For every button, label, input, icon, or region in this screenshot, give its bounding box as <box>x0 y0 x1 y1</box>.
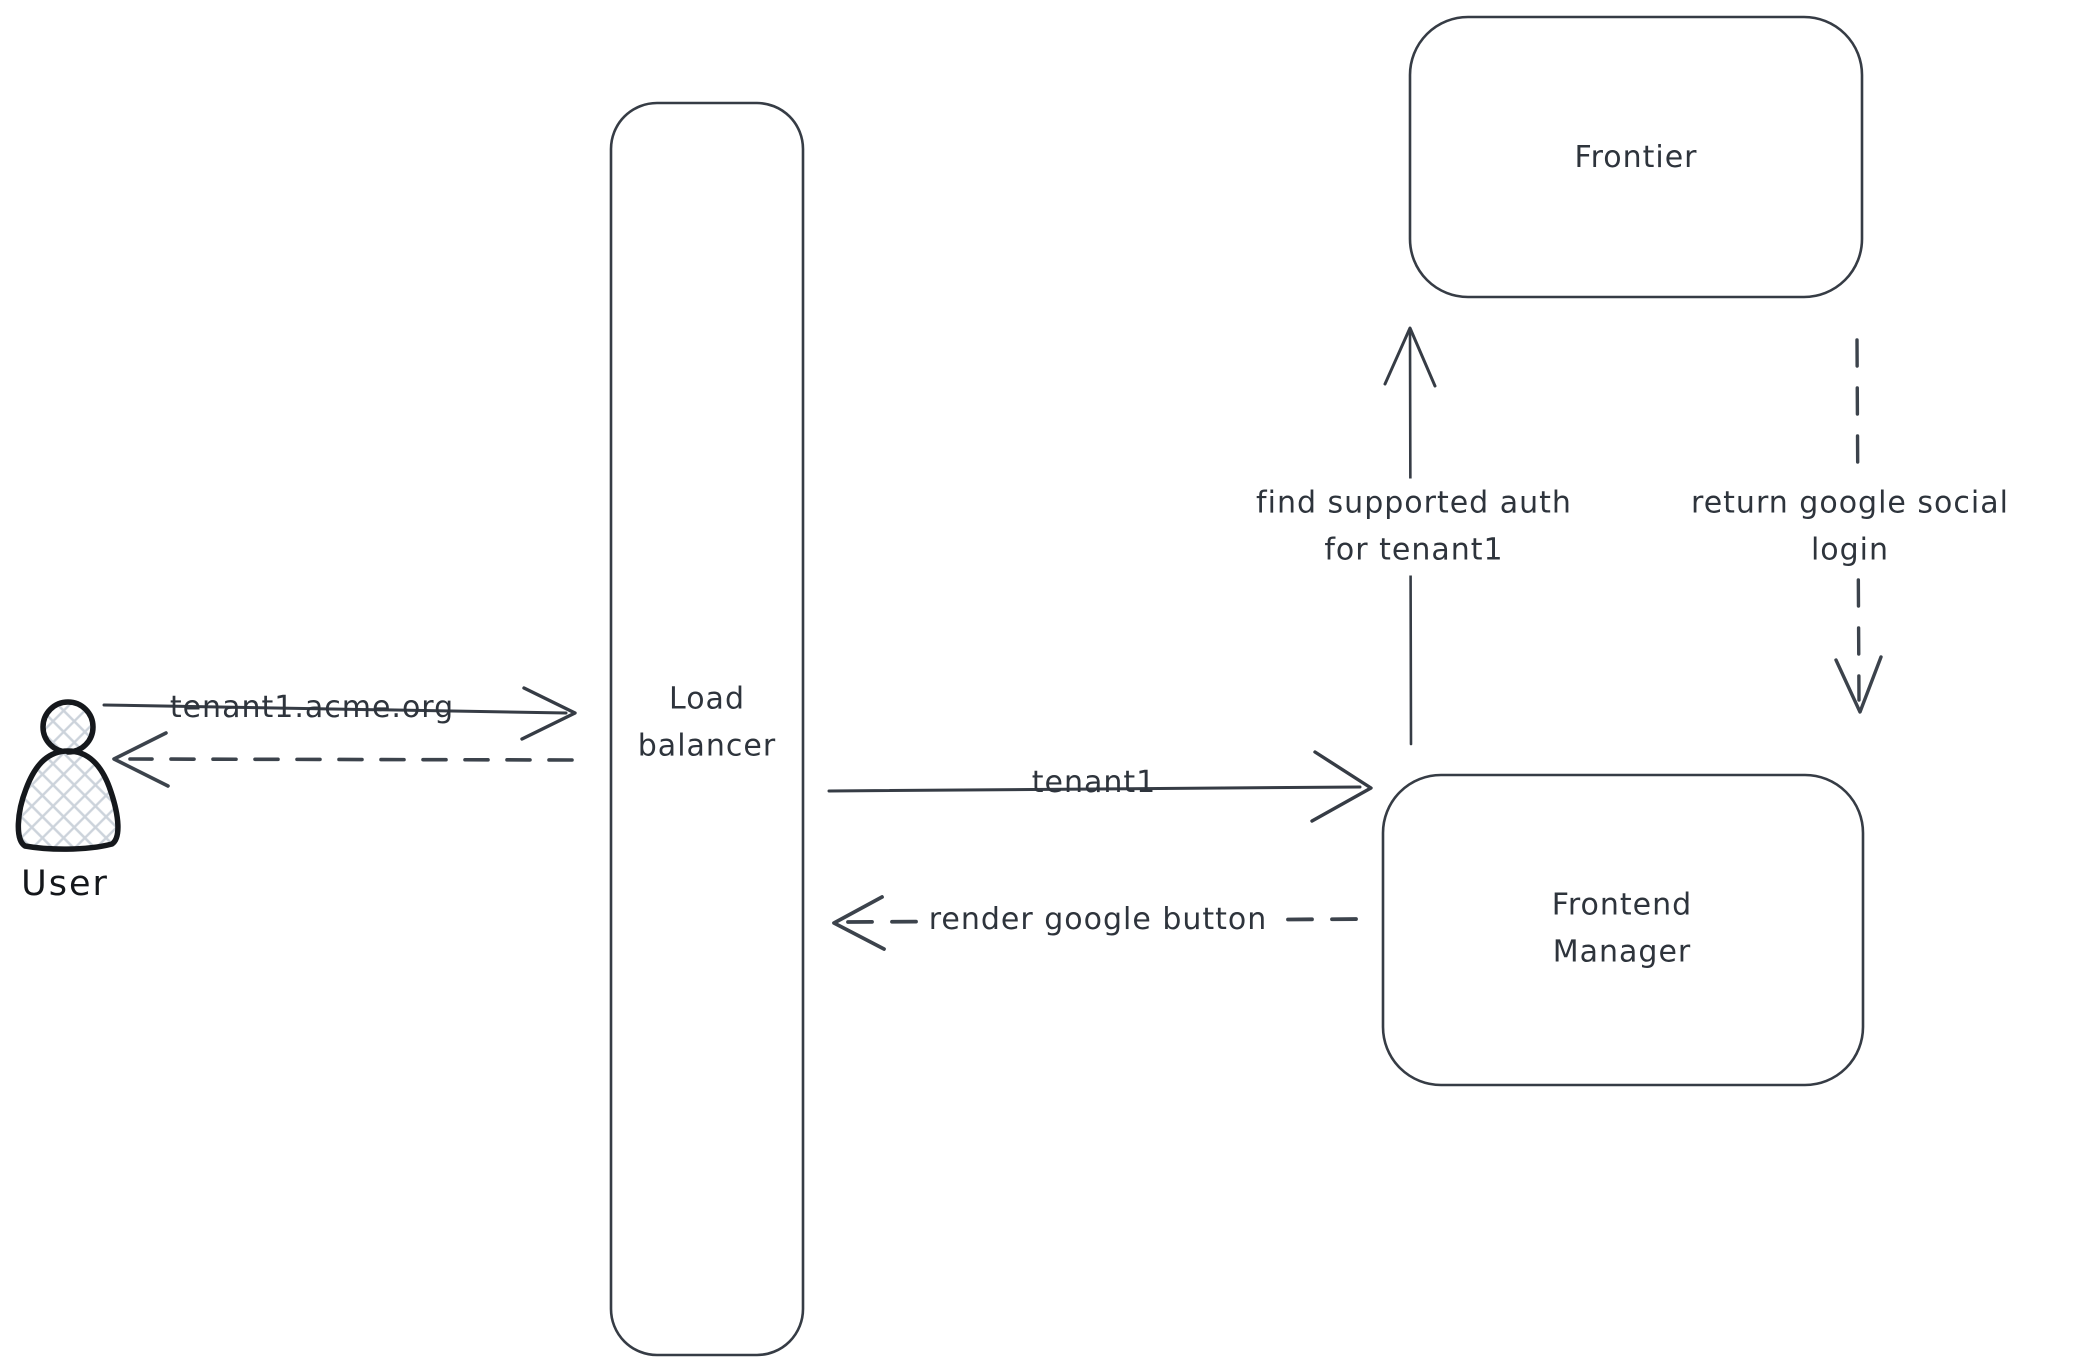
arrowhead-left-icon <box>112 731 170 788</box>
load-balancer-label: Load balancer <box>637 681 777 764</box>
frontier-box <box>1408 15 1864 299</box>
arrowhead-down-icon <box>1834 655 1883 714</box>
arrowhead-right-icon <box>1310 750 1373 823</box>
load-balancer-box <box>609 101 805 1357</box>
edge-label-line: login <box>1810 532 1890 567</box>
edge-label-render-google-button: render google button <box>920 894 1276 946</box>
edge-label-tenant1-acme: tenant1.acme.org <box>169 689 455 725</box>
user-icon-body <box>15 748 121 852</box>
edge-label-find-supported-auth: find supported auth for tenant1 <box>1248 478 1580 576</box>
user-icon <box>15 699 121 852</box>
arrowhead-right-icon <box>520 686 577 741</box>
edge-label-line: for tenant1 <box>1324 532 1504 567</box>
arrow-return-google-social <box>1834 338 1883 714</box>
frontier-label: Frontier <box>1574 139 1698 175</box>
arrowhead-left-icon <box>832 895 886 951</box>
user-icon-head <box>40 699 96 755</box>
edge-label-return-google-social: return google social login <box>1683 478 2017 576</box>
edge-label-line: find supported auth <box>1256 485 1572 521</box>
frontend-manager-label: Frontend Manager <box>1551 887 1693 970</box>
user-label: User <box>21 863 109 904</box>
edge-label-line: return google social <box>1691 485 2009 521</box>
frontend-manager-box <box>1381 773 1865 1087</box>
arrowhead-up-icon <box>1383 326 1437 388</box>
edge-label-tenant1: tenant1 <box>1031 764 1157 800</box>
arrow-tenant1-acme-request <box>102 686 577 741</box>
arrow-tenant1-forward <box>827 750 1373 823</box>
arrow-response-to-user <box>112 731 574 788</box>
